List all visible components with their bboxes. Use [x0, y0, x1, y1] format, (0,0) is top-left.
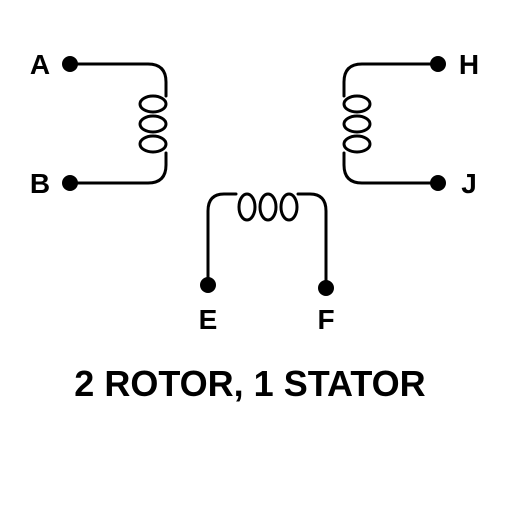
stator-winding: E F	[199, 192, 335, 335]
wire-j	[342, 151, 440, 185]
wire-h	[342, 62, 440, 98]
terminal-j-dot	[430, 175, 446, 191]
terminal-e-label: E	[199, 304, 218, 335]
rotor-winding-right: H J	[342, 49, 479, 199]
wire-a	[68, 62, 168, 98]
coil-right	[342, 94, 372, 154]
wire-f	[296, 192, 328, 287]
terminal-f-dot	[318, 280, 334, 296]
coil-stator	[237, 192, 299, 222]
wire-e	[206, 192, 238, 287]
terminal-a-dot	[62, 56, 78, 72]
wire-b	[68, 151, 168, 185]
terminal-e-dot	[200, 277, 216, 293]
coil-left	[138, 94, 168, 154]
diagram-caption: 2 ROTOR, 1 STATOR	[74, 363, 425, 404]
terminal-h-dot	[430, 56, 446, 72]
terminal-j-label: J	[461, 168, 477, 199]
terminal-b-dot	[62, 175, 78, 191]
terminal-h-label: H	[459, 49, 479, 80]
terminal-f-label: F	[317, 304, 334, 335]
terminal-b-label: B	[30, 168, 50, 199]
rotor-winding-left: A B	[30, 49, 168, 199]
terminal-a-label: A	[30, 49, 50, 80]
